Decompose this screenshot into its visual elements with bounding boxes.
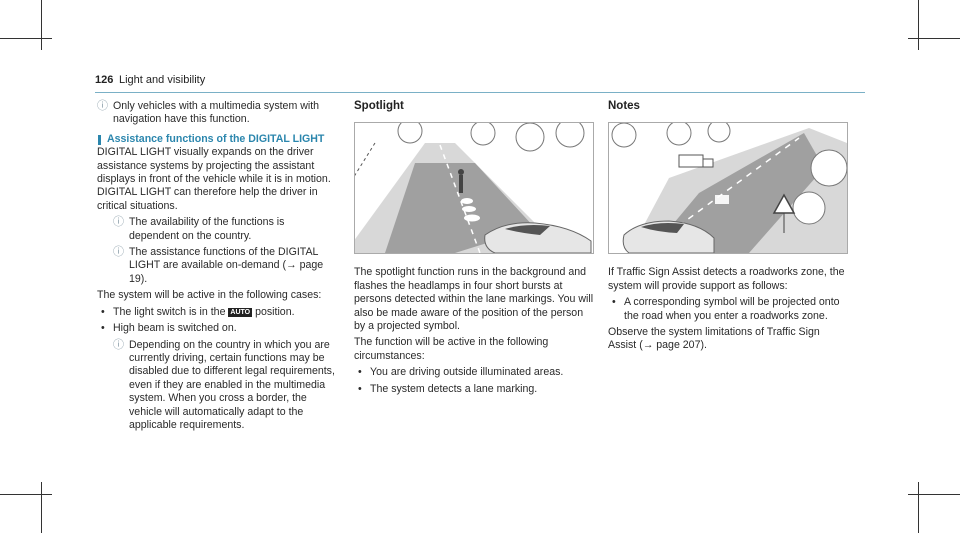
cross-reference-arrow-icon: → [642, 339, 654, 352]
paragraph-text: Observe the system limitations of Traffi… [608, 326, 820, 352]
list-item: • The system detects a lane marking. [354, 383, 594, 396]
paragraph: Observe the system limitations of Traffi… [608, 326, 848, 353]
spotlight-illustration [354, 122, 594, 255]
column-left: ⓘ Only vehicles with a multimedia system… [97, 100, 337, 435]
list-item-text: You are driving outside illuminated area… [370, 366, 564, 379]
crop-mark [908, 38, 960, 39]
bullet-dot-icon: • [358, 366, 362, 379]
crop-mark [41, 0, 42, 50]
info-circle-icon: ⓘ [113, 216, 124, 229]
page-header: 126 Light and visibility [95, 74, 865, 94]
note-text: Depending on the country in which you ar… [129, 338, 335, 431]
note-block: ⓘ Only vehicles with a multimedia system… [97, 100, 337, 127]
crop-mark [918, 482, 919, 533]
note-text: The assistance functions of the DIGITAL … [129, 246, 319, 272]
roadworks-illustration [608, 122, 848, 255]
paragraph: The spotlight function runs in the backg… [354, 266, 594, 333]
bullet-dot-icon: • [612, 296, 616, 309]
section-title: Light and visibility [119, 74, 206, 86]
note-block: ⓘ Depending on the country in which you … [113, 339, 337, 433]
section-heading: Assistance functions of the DIGITAL LIGH… [97, 133, 337, 146]
bullet-dot-icon: • [358, 382, 362, 395]
list-item-text: A corresponding symbol will be projected… [624, 296, 840, 322]
column-middle: Spotlight The spotlight function ru [354, 100, 594, 399]
paragraph: DIGITAL LIGHT visually expands on the dr… [97, 146, 331, 212]
list-item-text: position. [252, 305, 295, 318]
crop-mark [918, 0, 919, 50]
page-reference-link[interactable]: page 19). [129, 259, 324, 285]
column-right: Notes If Traffic Sign Assist detects a r… [608, 100, 848, 356]
list-item: • A corresponding symbol will be project… [608, 296, 848, 323]
crop-mark [908, 494, 960, 495]
page-reference-link[interactable]: page 207). [653, 339, 707, 352]
note-block: ⓘ The availability of the functions is d… [113, 216, 337, 243]
list-item-text: The system detects a lane marking. [370, 382, 538, 395]
bullet-dot-icon: • [101, 322, 105, 335]
crop-mark [0, 494, 52, 495]
info-circle-icon: ⓘ [113, 246, 124, 259]
paragraph: The system will be active in the followi… [97, 289, 322, 302]
paragraph: The function will be active in the follo… [354, 336, 549, 362]
crop-mark [41, 482, 42, 533]
note-text: Only vehicles with a multimedia system w… [113, 100, 320, 126]
list-item: • You are driving outside illuminated ar… [354, 366, 594, 379]
list-item: • The light switch is in the AUTO positi… [97, 306, 337, 319]
list-item-text: The light switch is in the [113, 305, 229, 318]
paragraph: If Traffic Sign Assist detects a roadwor… [608, 266, 845, 292]
crop-mark [0, 38, 52, 39]
auto-switch-icon: AUTO [228, 307, 253, 317]
header-rule [95, 92, 865, 93]
info-circle-icon: ⓘ [113, 338, 124, 351]
bullet-dot-icon: • [101, 305, 105, 318]
list-item: • High beam is switched on. [97, 322, 337, 335]
spotlight-heading: Spotlight [354, 100, 404, 112]
page-number: 126 [95, 74, 114, 86]
note-block: ⓘ The assistance functions of the DIGITA… [113, 246, 337, 286]
notes-heading: Notes [608, 100, 640, 112]
info-circle-icon: ⓘ [97, 100, 108, 112]
list-item-text: High beam is switched on. [113, 322, 237, 335]
cross-reference-arrow-icon: → [286, 259, 297, 272]
note-text: The availability of the functions is dep… [129, 216, 285, 242]
